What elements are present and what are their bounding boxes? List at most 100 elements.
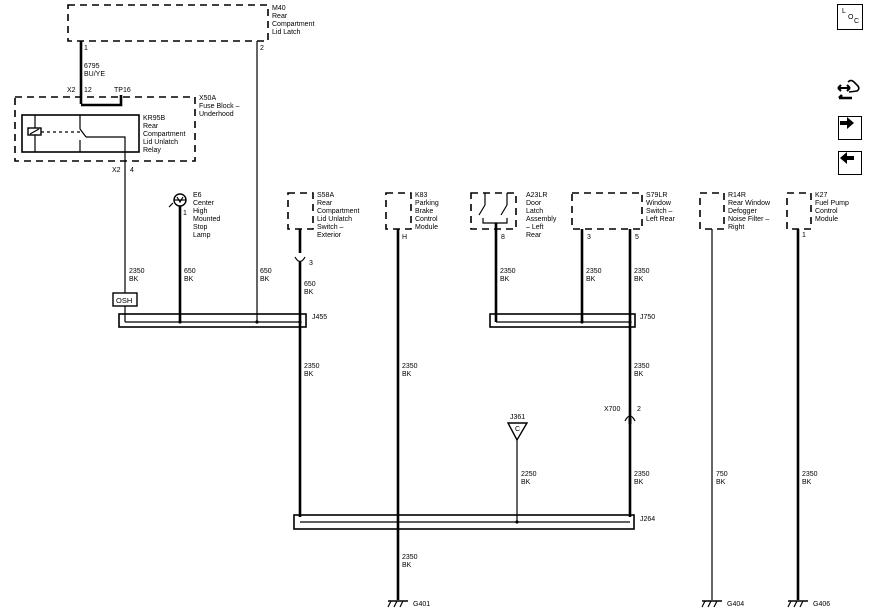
e6-desc-5: Lamp	[193, 232, 211, 239]
wire-relay-color: BK	[129, 276, 139, 283]
a23lr-desc-3: Assembly	[526, 216, 557, 223]
wire-relay-circuit: 2350	[129, 268, 145, 275]
j361-triangle-icon	[506, 422, 529, 442]
r14r-desc-1: Rear Window	[728, 200, 771, 207]
j264-splice-box	[293, 514, 635, 530]
x700-pin-2: 2	[637, 406, 641, 413]
r14r-component-box	[699, 192, 725, 230]
x50a-pin-4: 4	[130, 167, 134, 174]
j750-node-2	[628, 320, 632, 324]
wire-x700-down-color: BK	[634, 479, 644, 486]
loc-letter-o: O	[848, 14, 854, 21]
relay-coil-slash	[29, 128, 40, 135]
s58a-desc-3: Lid Unlatch	[317, 216, 352, 223]
a23lr-desc-2: Latch	[526, 208, 543, 215]
k83-id: K83	[415, 192, 428, 199]
m40-id: M40	[272, 5, 286, 12]
j455-node-3	[298, 320, 302, 324]
a23lr-switch2-blade	[500, 204, 508, 216]
wire-k83-circuit: 2350	[402, 363, 418, 370]
j455-splice-box	[118, 313, 307, 328]
s58a-desc-2: Compartment	[317, 208, 359, 215]
j750-splice-box	[489, 313, 636, 328]
ground-g401-label: G401	[413, 601, 430, 608]
wire-6795-color: BU/YE	[84, 71, 105, 78]
a23lr-desc-1: Door	[526, 200, 542, 207]
e6-desc-3: Mounted	[193, 216, 220, 223]
r14r-desc-2: Defogger	[728, 208, 757, 215]
k27-desc-2: Control	[815, 208, 838, 215]
tp16-wire	[81, 95, 123, 107]
wire-a23lr-color: BK	[500, 276, 510, 283]
k27-pin-1: 1	[802, 232, 806, 239]
r14r-desc-4: Right	[728, 224, 744, 231]
arrow-left-icon	[840, 152, 854, 164]
wire-j455-down-circuit: 2350	[304, 363, 320, 370]
m40-component-box	[67, 4, 269, 42]
wire-r14r-circuit: 750	[716, 471, 728, 478]
next-page-button[interactable]	[838, 116, 862, 140]
kr95b-desc-3: Lid Unlatch	[143, 139, 178, 146]
j750-label: J750	[640, 314, 655, 321]
osh-label: OSH	[116, 296, 132, 305]
loc-letter-l: L	[842, 8, 846, 15]
wire-j750-down-color: BK	[634, 371, 644, 378]
e6-pin-1: 1	[183, 210, 187, 217]
a23lr-pin-8: 8	[501, 234, 505, 241]
kr95b-id: KR95B	[143, 115, 166, 122]
k83-desc-4: Module	[415, 224, 438, 231]
arrow-right-icon	[840, 117, 854, 129]
s58a-desc-5: Exterior	[317, 232, 342, 239]
kr95b-desc-2: Compartment	[143, 131, 185, 138]
wire-g401-circuit: 2350	[402, 554, 418, 561]
wire-k27-color: BK	[802, 479, 812, 486]
wire-e6-circuit: 650	[184, 268, 196, 275]
wire-k27-circuit: 2350	[802, 471, 818, 478]
wire-s79lr-5-circuit: 2350	[634, 268, 650, 275]
j361-letter: C	[515, 426, 520, 433]
x50a-connector-x2-bottom: X2	[112, 167, 121, 174]
previous-page-button[interactable]	[838, 151, 862, 175]
relay-switch-out	[86, 136, 126, 152]
hand-swap-button[interactable]	[836, 78, 862, 104]
r14r-desc-3: Noise Filter –	[728, 216, 769, 223]
lamp-diode	[176, 196, 184, 204]
wire-s79lr-5-color: BK	[634, 276, 644, 283]
m40-pin-1: 1	[84, 45, 88, 52]
relay-switch-blade	[79, 128, 87, 138]
x50a-id: X50A	[199, 95, 216, 102]
s58a-desc-4: Switch –	[317, 224, 344, 231]
s79lr-desc-2: Switch –	[646, 208, 673, 215]
x50a-pin-12: 12	[84, 87, 92, 94]
s79lr-pin-5: 5	[635, 234, 639, 241]
s79lr-desc-3: Left Rear	[646, 216, 675, 223]
s79lr-component-box	[571, 192, 643, 230]
m40-pin-2: 2	[260, 45, 264, 52]
x50a-desc-2: Underhood	[199, 111, 234, 118]
e6-desc-2: High	[193, 208, 208, 215]
j264-label: J264	[640, 516, 655, 523]
k83-component-box	[385, 192, 412, 230]
ground-g404-icon	[701, 600, 722, 608]
s79lr-pin-3: 3	[587, 234, 591, 241]
wire-j750-down-circuit: 2350	[634, 363, 650, 370]
ground-g406-label: G406	[813, 601, 830, 608]
locator-button[interactable]: L O C	[837, 4, 863, 30]
k83-pin-h: H	[402, 234, 407, 241]
k83-desc-3: Control	[415, 216, 438, 223]
m40-desc-1: Rear	[272, 13, 288, 20]
a23lr-common	[482, 218, 508, 224]
a23lr-id: A23LR	[526, 192, 547, 199]
wire-s58a-circuit: 650	[304, 281, 316, 288]
wire-g401-color: BK	[402, 562, 412, 569]
x50a-connector-x2-top: X2	[67, 87, 76, 94]
e6-desc-1: Center	[193, 200, 215, 207]
k27-component-box	[786, 192, 812, 230]
x50a-fuse-block-box	[14, 96, 196, 162]
x50a-desc-1: Fuse Block –	[199, 103, 240, 110]
ground-g404-label: G404	[727, 601, 744, 608]
wire-s58a-color: BK	[304, 289, 314, 296]
m40-desc-3: Lid Latch	[272, 29, 301, 36]
x700-pin-icon	[628, 418, 632, 424]
